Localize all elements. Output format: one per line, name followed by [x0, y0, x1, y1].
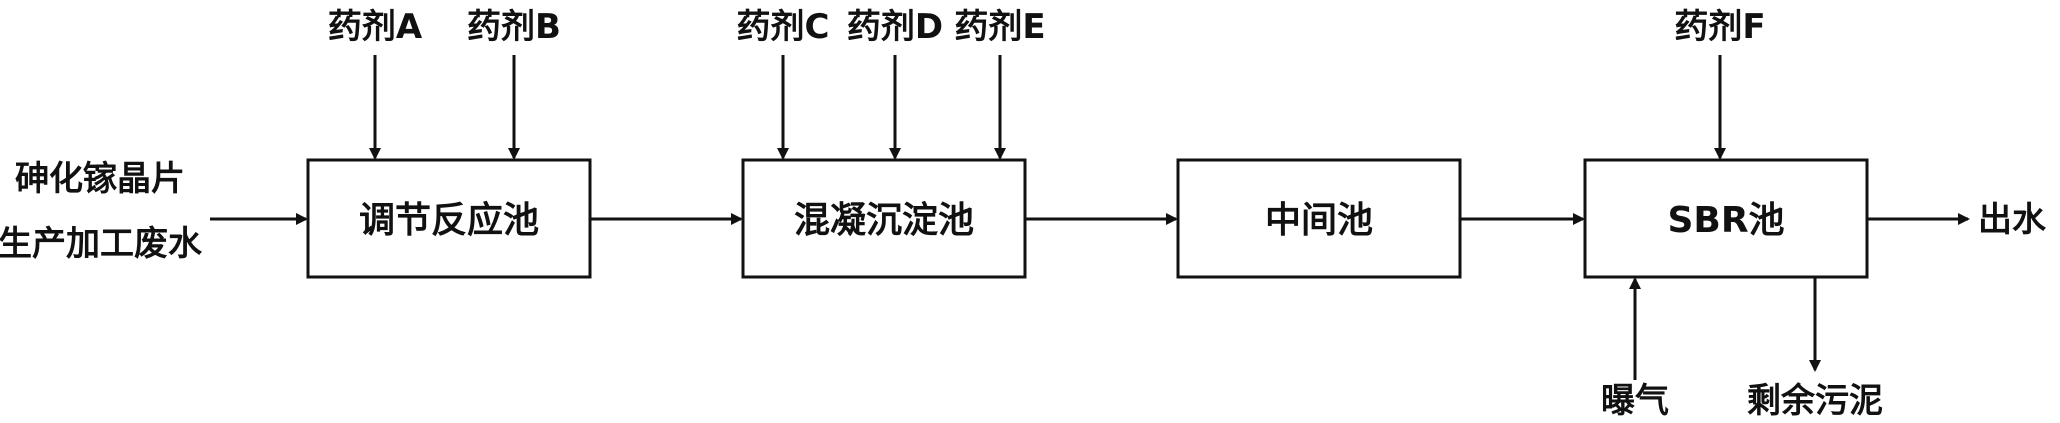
- reagent-f-label: 药剂F: [1674, 7, 1765, 47]
- box-intermediate-tank: [1176, 158, 1462, 279]
- box-coag-label: 混凝沉淀池: [794, 200, 974, 241]
- excess-sludge-label: 剩余污泥: [1747, 381, 1883, 421]
- reagent-c-label: 药剂C: [737, 7, 830, 47]
- output-label: 出水: [1978, 200, 2047, 240]
- reagent-e-label: 药剂E: [954, 7, 1045, 47]
- aeration-label: 曝气: [1601, 381, 1669, 421]
- box-coagulation-sedimentation-tank: [741, 158, 1027, 279]
- input-label-line1: 砷化镓晶片: [15, 159, 185, 199]
- box-sbr-label: SBR池: [1667, 200, 1784, 241]
- box-adjust-label: 调节反应池: [359, 200, 539, 241]
- reagent-b-label: 药剂B: [467, 7, 561, 47]
- reagent-a-label: 药剂A: [328, 7, 423, 47]
- reagent-d-label: 药剂D: [847, 7, 943, 47]
- input-label-line2: 生产加工废水: [0, 224, 203, 264]
- box-adjust-reaction-tank: [306, 158, 592, 279]
- box-middle-label: 中间池: [1265, 200, 1373, 241]
